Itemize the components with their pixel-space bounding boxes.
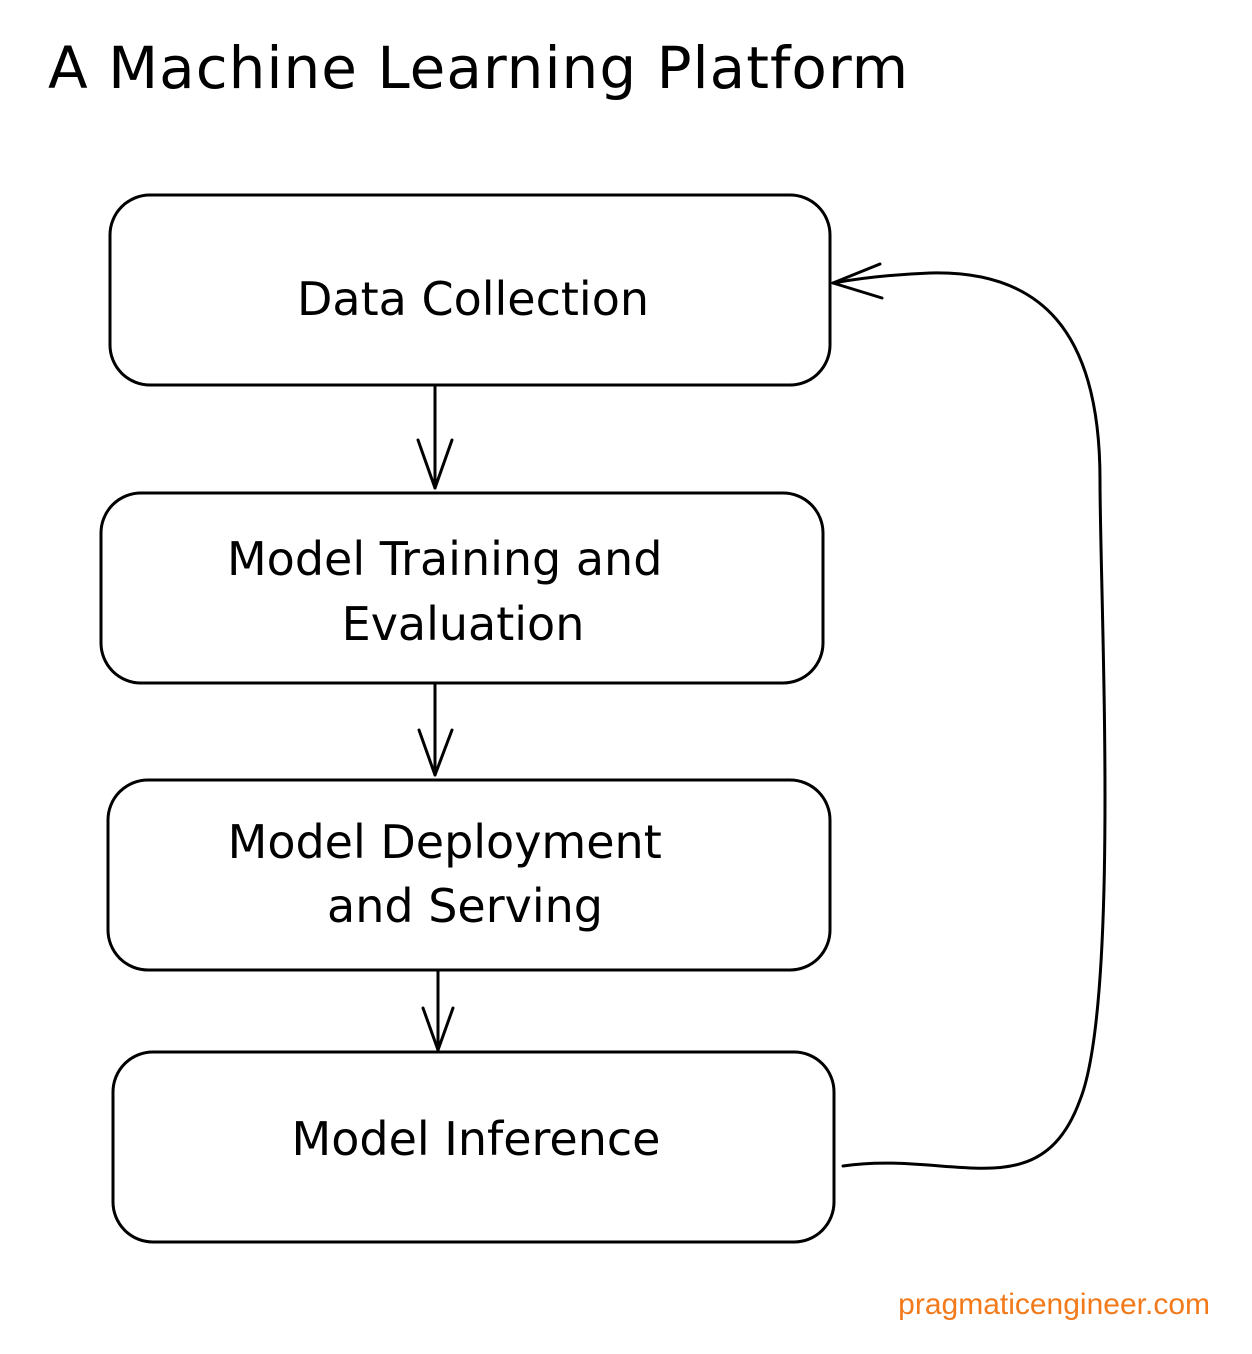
node-box xyxy=(108,193,832,387)
arrow-training-to-deployment xyxy=(417,682,454,777)
arrow-deployment-to-inference xyxy=(421,969,455,1052)
node-model-inference: Model Inference xyxy=(111,1050,836,1244)
node-box xyxy=(111,1050,836,1244)
node-box xyxy=(106,778,832,972)
diagram-title: A Machine Learning Platform xyxy=(48,34,910,102)
watermark-text: pragmaticengineer.com xyxy=(898,1288,1210,1321)
node-label: Model Inference xyxy=(292,1112,661,1166)
node-box xyxy=(99,491,825,685)
arrow-data-to-training xyxy=(416,384,454,490)
node-label: Model Training and Evaluation xyxy=(227,532,677,651)
node-model-deployment: Model Deployment and Serving xyxy=(106,778,832,972)
node-label: Data Collection xyxy=(297,272,649,326)
node-label: Model Deployment and Serving xyxy=(228,815,677,933)
node-model-training: Model Training and Evaluation xyxy=(99,491,825,685)
arrow-inference-to-data-collection xyxy=(831,262,1107,1170)
node-data-collection: Data Collection xyxy=(108,193,832,387)
